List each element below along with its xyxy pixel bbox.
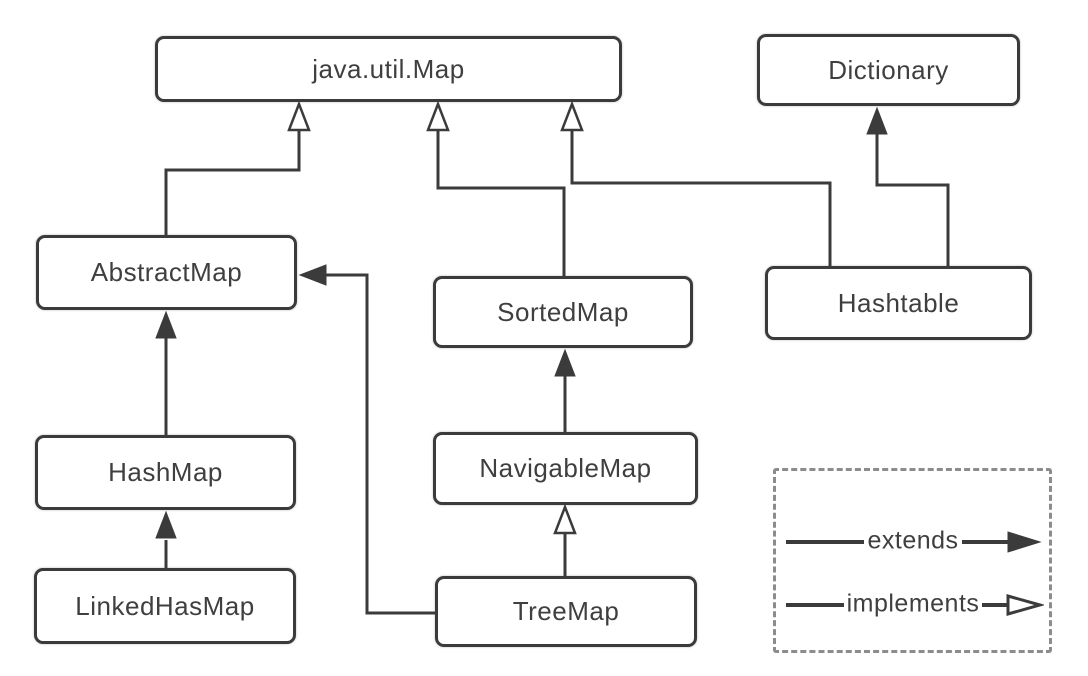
node-treemap: TreeMap	[435, 576, 697, 647]
node-navigablemap: NavigableMap	[433, 432, 698, 505]
extends-arrowhead	[866, 106, 888, 135]
node-label: HashMap	[108, 457, 223, 487]
extends-arrowhead	[298, 264, 327, 286]
implements-arrowhead	[426, 100, 450, 132]
extends-arrowhead	[155, 310, 177, 339]
edge-hashtable-extends-dictionary	[875, 134, 950, 267]
edge-sortedmap-implements-map	[436, 130, 566, 278]
node-label: AbstractMap	[90, 257, 243, 287]
node-hashtable: Hashtable	[765, 266, 1032, 340]
edge-abstractmap-implements-map	[164, 130, 301, 237]
edge-hashtable-implements-map	[570, 130, 832, 267]
node-abstractmap: AbstractMap	[36, 235, 297, 310]
node-dictionary: Dictionary	[757, 34, 1020, 106]
implements-arrowhead	[560, 100, 584, 132]
node-label: Dictionary	[828, 54, 949, 85]
node-sortedmap: SortedMap	[433, 276, 693, 348]
legend-box: extends implements	[773, 468, 1052, 653]
implements-arrowhead	[287, 100, 311, 132]
node-label: NavigableMap	[479, 453, 652, 483]
implements-arrow-sample	[786, 594, 1044, 616]
node-linkedhasmap: LinkedHasMap	[34, 568, 296, 644]
legend-row-extends: extends	[782, 526, 1044, 556]
implements-arrowhead	[1006, 594, 1044, 616]
node-java-util-map: java.util.Map	[155, 36, 622, 102]
node-hashmap: HashMap	[35, 435, 296, 510]
node-label: SortedMap	[497, 296, 629, 327]
node-label: java.util.Map	[312, 53, 465, 84]
extends-arrowhead	[1007, 531, 1042, 553]
implements-arrowhead	[553, 503, 577, 535]
extends-arrowhead	[554, 348, 576, 377]
node-label: Hashtable	[837, 287, 960, 318]
legend-row-implements: implements	[782, 589, 1044, 619]
edge-treemap-extends-abstractmap	[326, 273, 436, 615]
extends-arrow-sample	[786, 531, 1042, 553]
node-label: LinkedHasMap	[75, 590, 255, 621]
node-label: TreeMap	[512, 596, 620, 626]
extends-arrowhead	[155, 510, 177, 539]
